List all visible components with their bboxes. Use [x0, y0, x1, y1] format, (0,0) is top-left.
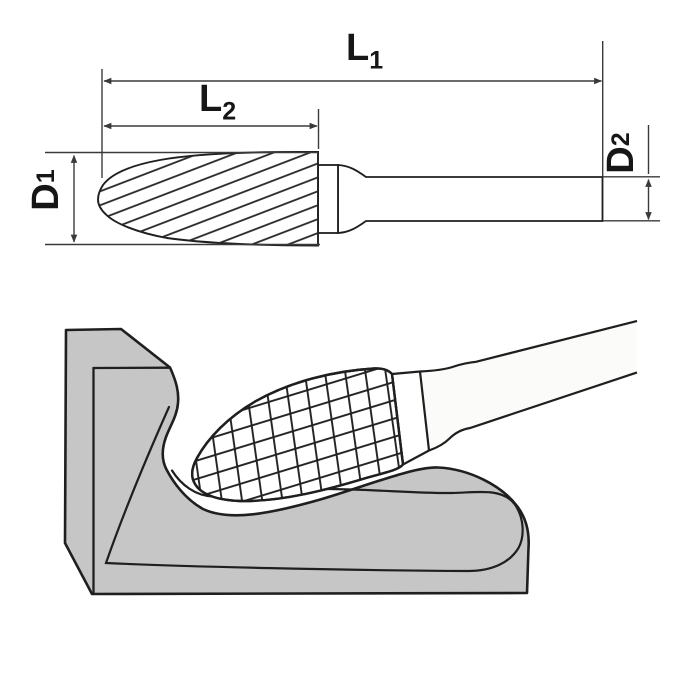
- burr-shank: [337, 164, 604, 234]
- dimension-label-l1: L1: [346, 27, 383, 73]
- burr-collar: [317, 164, 339, 234]
- burr-in-use-shank: [420, 321, 637, 451]
- workpiece-edge-lines: [92, 366, 172, 595]
- burr-side-view-drawing: [45, 41, 660, 247]
- dimension-label-d1-base: D: [25, 183, 67, 211]
- burr-head-flute-hatch: [98, 151, 318, 246]
- dimension-label-l1-base: L: [346, 27, 370, 69]
- usage-illustration: [63, 319, 638, 596]
- dimension-label-l2-base: L: [199, 78, 223, 120]
- dimension-label-l2: L2: [199, 78, 236, 124]
- dimension-label-l1-subscript: 1: [369, 46, 384, 75]
- dimension-label-d2-base: D: [600, 146, 642, 174]
- burr-in-use-head-hatch-2: [192, 368, 403, 502]
- dimension-label-l2-subscript: 2: [222, 97, 237, 126]
- burr-in-use-shank-top-edge: [419, 319, 638, 373]
- dimension-extension-lines: [45, 41, 660, 246]
- burr-in-use-shank-bottom-edge: [428, 371, 638, 452]
